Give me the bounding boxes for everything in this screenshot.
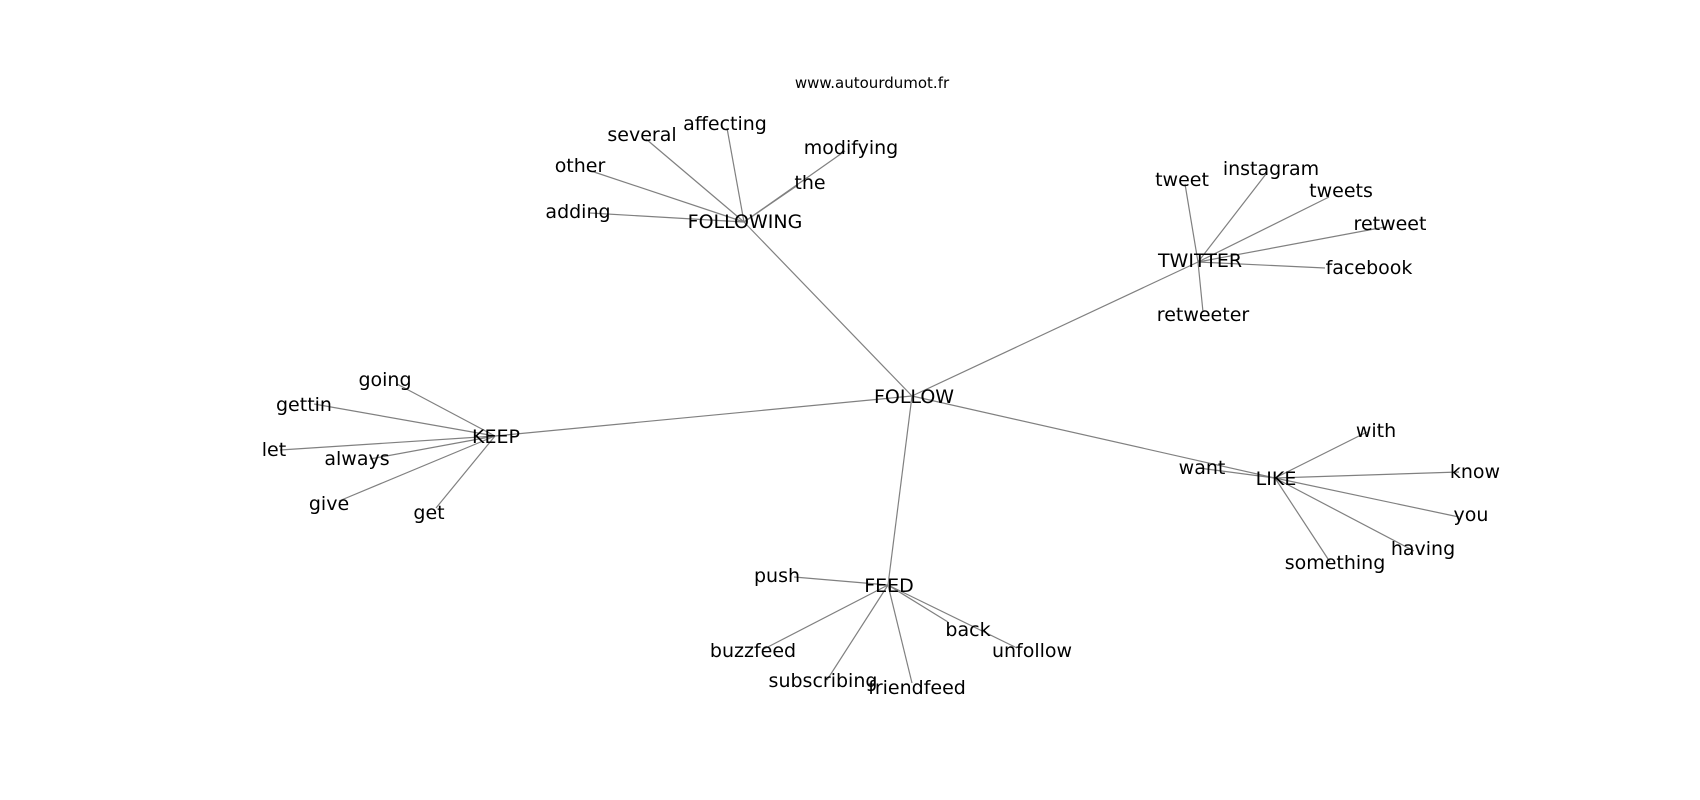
leaf-word-back: back bbox=[945, 619, 990, 641]
leaf-word-subscribing: subscribing bbox=[769, 670, 878, 692]
edge-following-to-several bbox=[645, 138, 745, 223]
hub-word-like: LIKE bbox=[1256, 468, 1297, 490]
edge-keep-to-gettin bbox=[313, 403, 496, 437]
leaf-word-give: give bbox=[309, 493, 349, 515]
edge-center-to-feed bbox=[887, 395, 913, 586]
leaf-word-adding: adding bbox=[545, 201, 610, 223]
edge-twitter-to-retweet bbox=[1197, 226, 1386, 263]
hub-word-feed: FEED bbox=[864, 575, 914, 597]
leaf-word-buzzfeed: buzzfeed bbox=[710, 640, 796, 662]
leaf-word-retweet: retweet bbox=[1354, 213, 1427, 235]
edge-center-to-keep bbox=[494, 395, 913, 437]
leaf-word-instagram: instagram bbox=[1223, 158, 1319, 180]
leaf-word-having: having bbox=[1391, 538, 1455, 560]
hub-word-keep: KEEP bbox=[472, 426, 520, 448]
edge-like-to-know bbox=[1274, 471, 1460, 479]
edge-like-to-want bbox=[1198, 467, 1276, 479]
edge-like-to-something bbox=[1274, 477, 1331, 563]
site-watermark: www.autourdumot.fr bbox=[795, 74, 950, 92]
edge-center-to-following bbox=[743, 221, 913, 397]
leaf-word-tweets: tweets bbox=[1309, 180, 1373, 202]
edge-center-to-twitter bbox=[911, 261, 1199, 397]
edge-following-to-affecting bbox=[726, 127, 745, 223]
leaf-word-several: several bbox=[607, 124, 676, 146]
edge-like-to-having bbox=[1274, 477, 1415, 552]
leaf-word-unfollow: unfollow bbox=[992, 640, 1072, 662]
edge-twitter-to-tweet bbox=[1184, 183, 1199, 263]
leaf-word-friendfeed: friendfeed bbox=[868, 677, 966, 699]
edge-twitter-to-instagram bbox=[1197, 173, 1267, 263]
edge-feed-to-back bbox=[887, 584, 949, 623]
edge-twitter-to-facebook bbox=[1197, 261, 1326, 269]
leaf-word-let: let bbox=[262, 439, 286, 461]
edge-keep-to-let bbox=[279, 435, 496, 451]
graph-edges bbox=[279, 127, 1460, 684]
leaf-word-with: with bbox=[1356, 420, 1396, 442]
leaf-word-know: know bbox=[1450, 461, 1500, 483]
edge-keep-to-get bbox=[435, 435, 496, 509]
edge-feed-to-push bbox=[793, 576, 889, 586]
edge-twitter-to-retweeter bbox=[1197, 261, 1204, 313]
leaf-word-get: get bbox=[413, 502, 444, 524]
edge-feed-to-buzzfeed bbox=[761, 584, 889, 651]
leaf-word-want: want bbox=[1179, 457, 1226, 479]
edge-keep-to-going bbox=[396, 383, 496, 437]
leaf-word-always: always bbox=[324, 448, 389, 470]
leaf-word-tweet: tweet bbox=[1155, 169, 1209, 191]
leaf-word-other: other bbox=[555, 155, 606, 177]
edge-following-to-adding bbox=[589, 212, 745, 223]
hub-word-following: FOLLOWING bbox=[688, 211, 803, 233]
edge-like-to-with bbox=[1274, 431, 1368, 479]
leaf-word-the: the bbox=[794, 172, 825, 194]
leaf-word-facebook: facebook bbox=[1326, 257, 1413, 279]
center-word-label: FOLLOW bbox=[874, 386, 954, 408]
edge-twitter-to-tweets bbox=[1197, 196, 1330, 263]
edge-feed-to-subscribing bbox=[826, 584, 889, 681]
edge-keep-to-give bbox=[338, 435, 496, 502]
edge-like-to-you bbox=[1274, 477, 1460, 518]
leaf-word-gettin: gettin bbox=[276, 394, 332, 416]
leaf-word-affecting: affecting bbox=[683, 113, 767, 135]
leaf-word-something: something bbox=[1285, 552, 1386, 574]
hub-word-twitter: TWITTER bbox=[1157, 250, 1242, 272]
leaf-word-you: you bbox=[1454, 504, 1489, 526]
leaf-word-retweeter: retweeter bbox=[1157, 304, 1250, 326]
edge-following-to-the bbox=[743, 184, 799, 223]
edge-keep-to-always bbox=[369, 435, 496, 460]
leaf-word-push: push bbox=[754, 565, 800, 587]
edge-feed-to-unfollow bbox=[887, 584, 1018, 649]
leaf-word-modifying: modifying bbox=[804, 137, 898, 159]
edge-feed-to-friendfeed bbox=[887, 584, 913, 684]
edge-center-to-like bbox=[911, 395, 1276, 479]
edge-following-to-other bbox=[587, 169, 745, 223]
leaf-word-going: going bbox=[358, 369, 411, 391]
